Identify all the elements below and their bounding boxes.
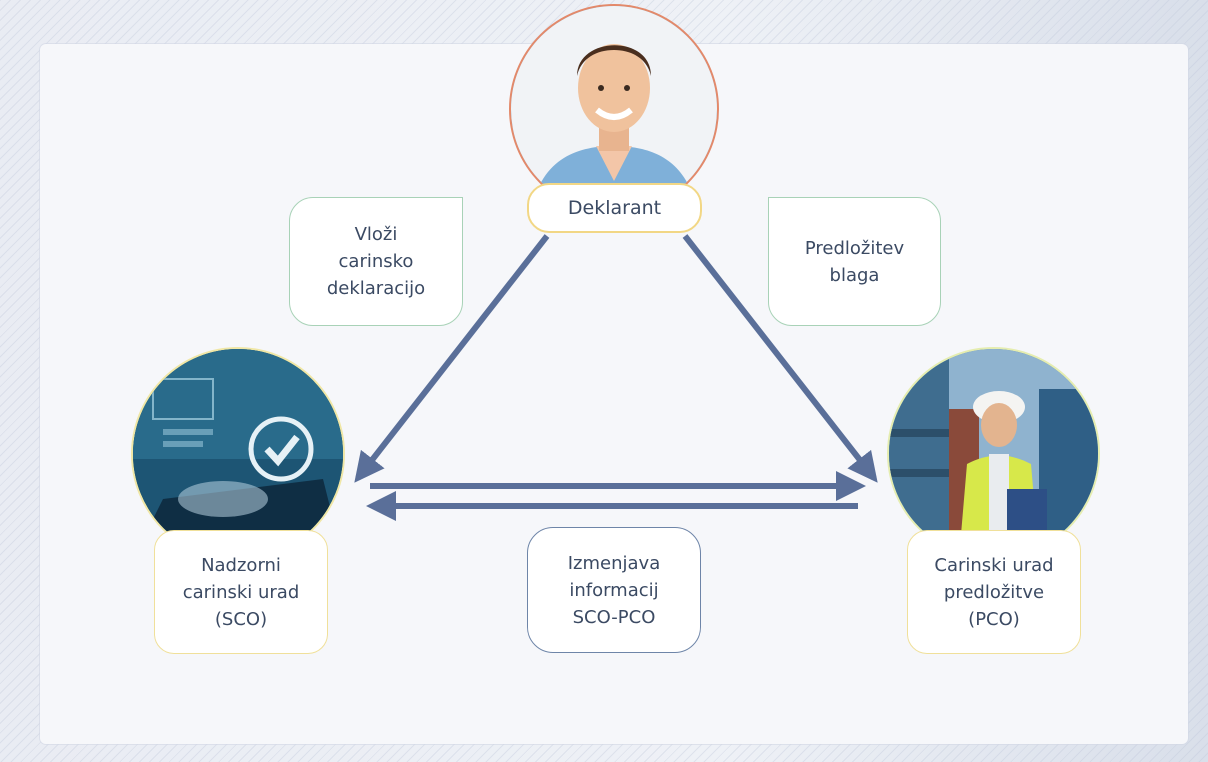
pco-label: Carinski urad predložitve (PCO) <box>907 530 1081 654</box>
goods-presentation-label: Predložitev blaga <box>768 197 941 326</box>
pco-photo <box>887 347 1100 560</box>
declarant-label: Deklarant <box>527 183 702 233</box>
submit-declaration-label: Vloži carinsko deklaracijo <box>289 197 463 326</box>
info-exchange-label: Izmenjava informacij SCO-PCO <box>527 527 701 653</box>
sco-label: Nadzorni carinski urad (SCO) <box>154 530 328 654</box>
arrow-declarant-to-pco <box>682 234 878 483</box>
arrow-declarant-to-sco <box>354 234 550 483</box>
sco-photo <box>131 347 345 561</box>
declarant-photo <box>509 4 719 214</box>
